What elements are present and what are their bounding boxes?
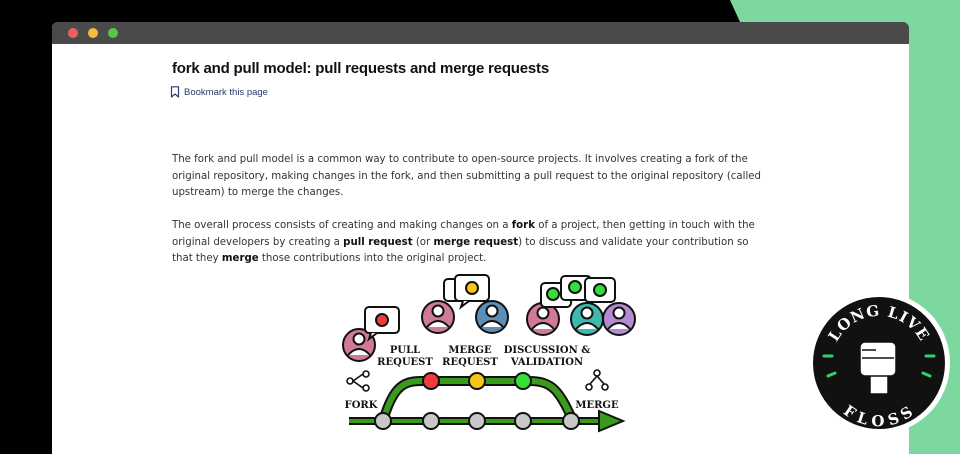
page-title: fork and pull model: pull requests and m… xyxy=(172,60,549,77)
user-avatar-reviewer-1 xyxy=(421,300,455,334)
merge-term: merge xyxy=(221,253,259,264)
commit-pull-request-red xyxy=(422,372,440,390)
commit-main-4 xyxy=(514,412,532,430)
process-paragraph: The overall process consists of creating… xyxy=(172,220,755,264)
label-fork: FORK xyxy=(345,400,378,411)
user-avatar-reviewer-2 xyxy=(475,300,509,334)
fork-term: fork xyxy=(511,220,535,231)
label-merge-request-1: MERGE xyxy=(448,345,492,356)
raised-fist-icon xyxy=(859,334,897,395)
label-merge: MERGE xyxy=(575,400,619,411)
merge-request-term: merge request xyxy=(433,236,519,248)
label-merge-request-2: REQUEST xyxy=(442,357,498,368)
commit-main-3 xyxy=(468,412,486,430)
speech-bubble-green xyxy=(540,275,616,308)
bookmark-icon xyxy=(170,86,180,98)
browser-window: fork and pull model: pull requests and m… xyxy=(52,22,909,454)
long-live-floss-badge: LONG LIVE FLOSS xyxy=(808,292,950,434)
label-discussion-1: DISCUSSION & xyxy=(504,345,591,356)
speech-bubble-yellow xyxy=(443,274,490,310)
commit-main-5 xyxy=(562,412,580,430)
commit-merge-request-yellow xyxy=(468,372,486,390)
fork-icon xyxy=(346,370,370,392)
pull-request-term: pull request xyxy=(343,236,413,248)
speech-bubble-red xyxy=(364,306,400,342)
merge-icon xyxy=(585,369,609,391)
commit-main-1 xyxy=(374,412,392,430)
bookmark-link[interactable]: Bookmark this page xyxy=(170,86,268,98)
maximize-window-button[interactable] xyxy=(108,28,118,38)
user-avatar-reviewer-5 xyxy=(602,302,636,336)
commit-main-2 xyxy=(422,412,440,430)
badge-accent-marks xyxy=(822,354,936,378)
intro-paragraph: The fork and pull model is a common way … xyxy=(172,154,762,198)
close-window-button[interactable] xyxy=(68,28,78,38)
bookmark-label: Bookmark this page xyxy=(184,86,268,98)
label-pull-request-1: PULL xyxy=(390,345,420,356)
label-pull-request-2: REQUEST xyxy=(377,357,433,368)
window-titlebar xyxy=(52,22,909,44)
commit-validation-green xyxy=(514,372,532,390)
label-discussion-2: VALIDATION xyxy=(510,357,583,368)
fork-pull-diagram: PULL REQUEST MERGE REQUEST DISCUSSION & … xyxy=(342,274,636,433)
user-avatar-reviewer-3 xyxy=(526,302,560,336)
user-avatar-fork xyxy=(342,328,376,362)
user-avatar-reviewer-4 xyxy=(570,302,604,336)
minimize-window-button[interactable] xyxy=(88,28,98,38)
green-corner-shape xyxy=(730,0,960,454)
